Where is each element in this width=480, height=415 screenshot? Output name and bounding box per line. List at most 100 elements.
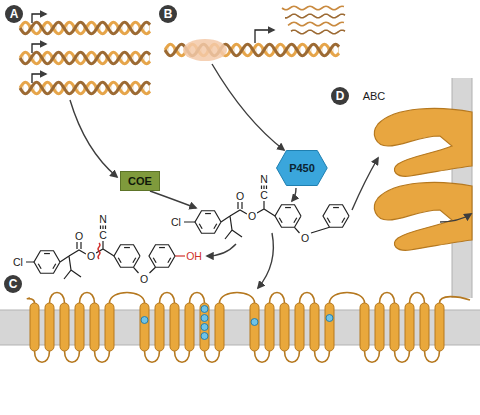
flow-arrow <box>292 188 296 201</box>
panel-letter: D <box>331 87 349 105</box>
hydroxyl-label: OH <box>185 251 203 262</box>
mrna-strand <box>282 6 344 10</box>
mutation-dot <box>201 333 208 340</box>
process-arrows <box>70 64 471 288</box>
mrna-transcripts <box>282 6 345 34</box>
double-bond <box>77 242 81 249</box>
transmembrane-helix <box>325 303 334 351</box>
transmembrane-helix <box>360 303 369 351</box>
ring-double-bond <box>327 218 330 223</box>
transmembrane-helix <box>30 303 39 351</box>
ring-double-bond <box>205 213 211 214</box>
hydroxyl-bond <box>175 255 185 256</box>
transmembrane-helix <box>295 303 304 351</box>
triple-bond <box>262 186 267 190</box>
transmembrane-helix <box>310 303 319 351</box>
mrna-strand <box>288 22 344 26</box>
transmembrane-helix <box>75 303 84 351</box>
promoter-arrow <box>32 74 46 83</box>
transmembrane-helix <box>420 303 429 351</box>
metabolite-molecule <box>26 226 185 280</box>
transmembrane-helix <box>200 303 209 351</box>
mutation-dot <box>201 315 208 322</box>
transmembrane-helix <box>105 303 114 351</box>
benzene-ring <box>34 251 60 274</box>
cleavage-mark <box>98 243 100 259</box>
transmembrane-helix <box>60 303 69 351</box>
mrna-strand <box>291 30 345 34</box>
mutation-dots <box>141 306 333 340</box>
ring-double-bond <box>168 258 171 263</box>
transmembrane-helix <box>185 303 194 351</box>
efflux-arrow <box>440 214 471 222</box>
transmembrane-helix <box>45 303 54 351</box>
channel-loops <box>27 293 470 363</box>
ring-double-bond <box>214 224 217 229</box>
ring-double-bond <box>118 258 121 263</box>
transmembrane-helix <box>280 303 289 351</box>
ring-double-bond <box>294 218 297 223</box>
enzyme-name: COE <box>128 175 152 187</box>
atom-label: O <box>139 274 149 285</box>
transcription-arrows <box>32 14 274 83</box>
benzene-ring <box>275 205 301 228</box>
panel-letter: C <box>4 275 22 293</box>
ring-double-bond <box>199 224 202 229</box>
flow-arrow <box>150 191 196 208</box>
atom-label: O <box>235 191 245 202</box>
atom-label: O <box>300 233 310 244</box>
atom-label: O <box>86 251 96 262</box>
transmembrane-helix <box>390 303 399 351</box>
transmembrane-helix <box>405 303 414 351</box>
flow-arrow <box>207 244 236 256</box>
bond-lines <box>26 241 156 279</box>
mutation-dot <box>201 306 208 313</box>
abc-transporter <box>374 182 472 250</box>
atom-label: C <box>98 230 108 241</box>
promoter-arrow <box>32 44 46 53</box>
promoter-arrow <box>32 14 46 23</box>
atom-label: Cl <box>170 217 182 228</box>
dna-strand <box>20 22 150 33</box>
atom-label: O <box>247 211 257 222</box>
atom-label: O <box>74 231 84 242</box>
enzyme-hexagon: P450 <box>276 150 328 186</box>
flow-arrow <box>212 64 284 150</box>
ring-double-bond <box>124 247 130 248</box>
benzene-ring <box>149 245 175 268</box>
mutation-dot <box>141 317 148 324</box>
triple-bond <box>101 226 106 230</box>
atom-label: N <box>98 214 108 225</box>
benzene-ring <box>195 211 221 234</box>
ring-double-bond <box>279 218 282 223</box>
bound-protein <box>183 39 227 61</box>
dna-strand <box>20 52 150 63</box>
transmembrane-helix <box>90 303 99 351</box>
ring-double-bond <box>285 207 291 208</box>
transmembrane-helix <box>170 303 179 351</box>
flow-arrow <box>352 158 378 210</box>
hexagon-shape <box>277 151 328 186</box>
transmembrane-helix <box>265 303 274 351</box>
benzene-ring <box>114 245 140 268</box>
transmembrane-helix <box>435 303 444 351</box>
atom-label: N <box>259 174 269 185</box>
transmembrane-helix <box>250 303 259 351</box>
flow-arrow <box>70 100 117 177</box>
dna-strand <box>20 22 150 33</box>
transmembrane-helix <box>375 303 384 351</box>
transmembrane-helix <box>215 303 224 351</box>
transmembrane-helix <box>140 303 149 351</box>
flow-arrow <box>258 233 273 288</box>
dna-strand <box>20 82 150 93</box>
transmembrane-helix <box>155 303 164 351</box>
mutation-dot <box>251 319 258 326</box>
mutation-dot <box>326 315 333 322</box>
mutation-dot <box>201 324 208 331</box>
protein-name: ABC <box>363 91 386 102</box>
abc-transporter <box>374 108 472 176</box>
dna-helices <box>20 22 339 93</box>
ring-double-bond <box>44 253 50 254</box>
